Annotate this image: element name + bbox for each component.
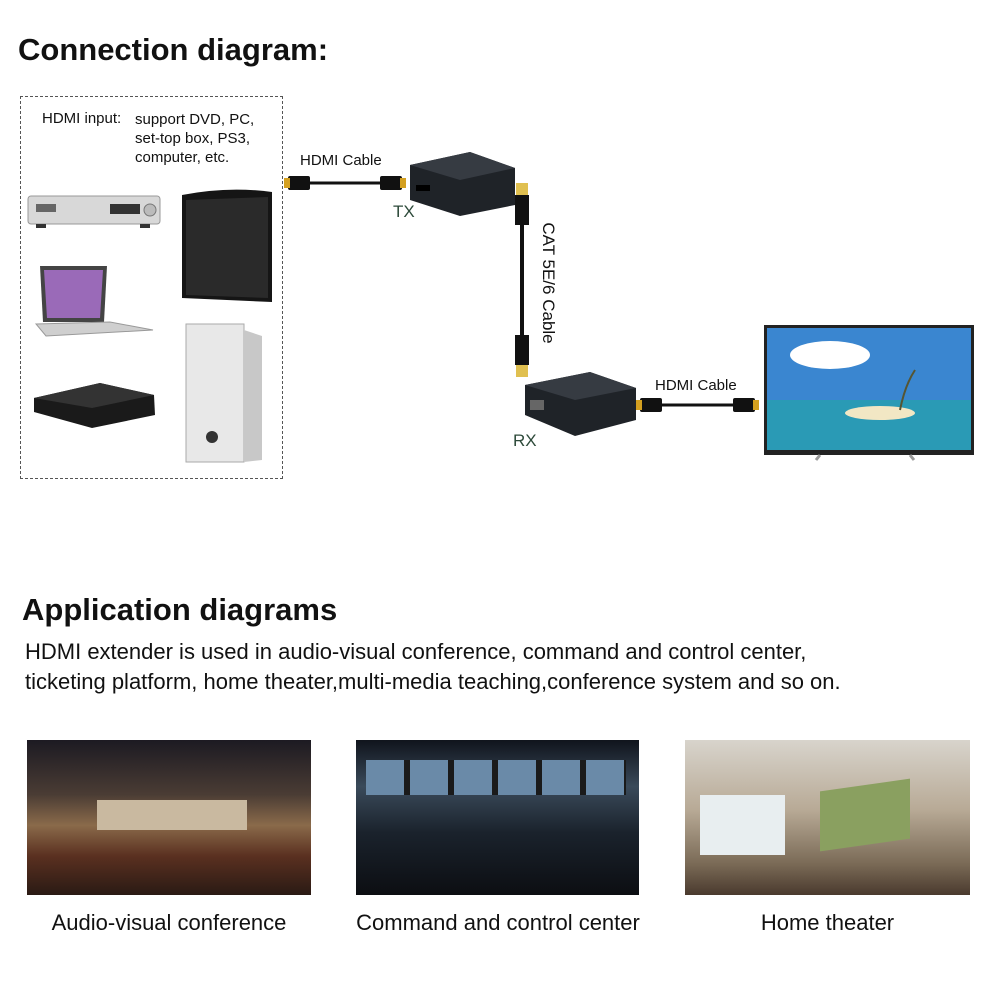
photo-caption: Home theater <box>760 910 895 935</box>
input-device-line: computer, etc. <box>135 149 230 166</box>
hdmi-input-label: HDMI input: <box>42 110 122 127</box>
connection-diagram-title: Connection diagram: <box>18 32 329 67</box>
cat-cable-label: CAT 5E/6 Cable <box>539 222 558 344</box>
hdmi-cable-label-input: HDMI Cable <box>300 152 382 169</box>
photo-caption: Audio-visual conference <box>51 910 287 935</box>
ps3-console-image <box>182 189 272 302</box>
rx-extender-image <box>525 372 636 436</box>
laptop-image <box>34 266 154 337</box>
dvd-player-image <box>27 195 161 228</box>
tx-extender-image <box>410 152 515 216</box>
connection-diagram-graphics <box>27 152 974 463</box>
hdmi-cable-1 <box>284 176 406 190</box>
input-device-line: support DVD, PC, <box>135 111 255 128</box>
home-theater-photo <box>685 740 970 895</box>
audio-visual-conference-photo <box>27 740 311 895</box>
pc-tower-image <box>185 323 262 463</box>
set-top-box-image <box>34 383 155 428</box>
application-description-line: HDMI extender is used in audio-visual co… <box>25 639 807 664</box>
tv-image <box>764 325 974 461</box>
cat-cable <box>515 183 529 377</box>
application-description-line: ticketing platform, home theater,multi-m… <box>25 669 841 694</box>
hdmi-cable-label-output: HDMI Cable <box>655 377 737 394</box>
application-diagrams-title: Application diagrams <box>22 592 338 627</box>
input-devices-box <box>20 96 283 479</box>
tx-label: TX <box>393 202 415 221</box>
input-device-line: set-top box, PS3, <box>135 130 251 147</box>
command-control-center-photo <box>356 740 639 895</box>
rx-label: RX <box>513 431 537 450</box>
input-devices-list: support DVD, PC, set-top box, PS3, compu… <box>135 110 254 167</box>
photo-caption: Command and control center <box>356 910 640 935</box>
hdmi-cable-2 <box>636 398 759 412</box>
